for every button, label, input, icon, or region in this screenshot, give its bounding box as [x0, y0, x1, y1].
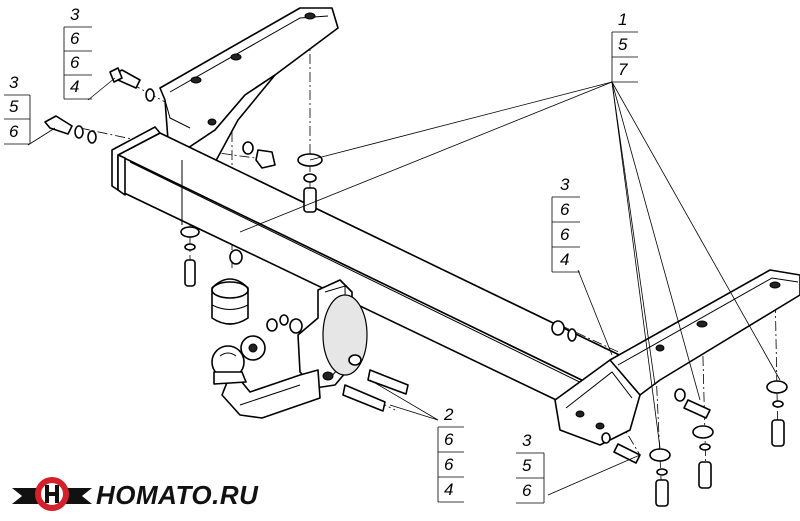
crossbar-tube [111, 126, 641, 421]
callout-text: 3 [9, 73, 19, 92]
receiver-plate [297, 279, 368, 389]
callout-text: 4 [444, 480, 453, 499]
callout-text: 6 [70, 53, 80, 72]
winged-h-logo-icon [12, 477, 92, 511]
leader-lines [27, 77, 781, 496]
callout-text: 4 [70, 77, 79, 96]
callout-text: 6 [9, 122, 19, 141]
callout-text: 2 [443, 405, 454, 424]
brand-logo: HOMATO.RU [12, 477, 259, 511]
callout-text: 5 [618, 35, 628, 54]
fasteners [44, 67, 788, 507]
callout-text: 3 [560, 175, 570, 194]
right-mounting-bracket [554, 269, 800, 446]
callout-text: 6 [522, 481, 532, 500]
callout-text: 6 [560, 200, 570, 219]
callout-text: 5 [9, 97, 19, 116]
callout-bottom-right: 3 5 6 [516, 431, 545, 504]
callout-text: 6 [444, 430, 454, 449]
callout-text: 5 [522, 456, 532, 475]
callout-text: 3 [70, 5, 80, 24]
callout-top-left: 3 6 6 4 [63, 5, 92, 100]
callout-text: 4 [560, 250, 569, 269]
callout-left: 3 5 6 [4, 73, 31, 145]
callout-bottom-middle: 2 6 6 4 [437, 405, 464, 503]
callout-text: 1 [618, 10, 627, 29]
callout-text: 6 [560, 225, 570, 244]
callout-top-right: 1 5 7 [611, 10, 638, 83]
callout-middle-right: 3 6 6 4 [551, 175, 580, 273]
callout-text: 6 [444, 455, 454, 474]
callout-text: 6 [70, 29, 80, 48]
callout-text: 3 [522, 431, 532, 450]
tow-ball-neck [211, 335, 321, 419]
callout-text: 7 [618, 60, 628, 79]
ball-cover-cap [211, 278, 249, 325]
brand-name: HOMATO.RU [96, 480, 259, 510]
